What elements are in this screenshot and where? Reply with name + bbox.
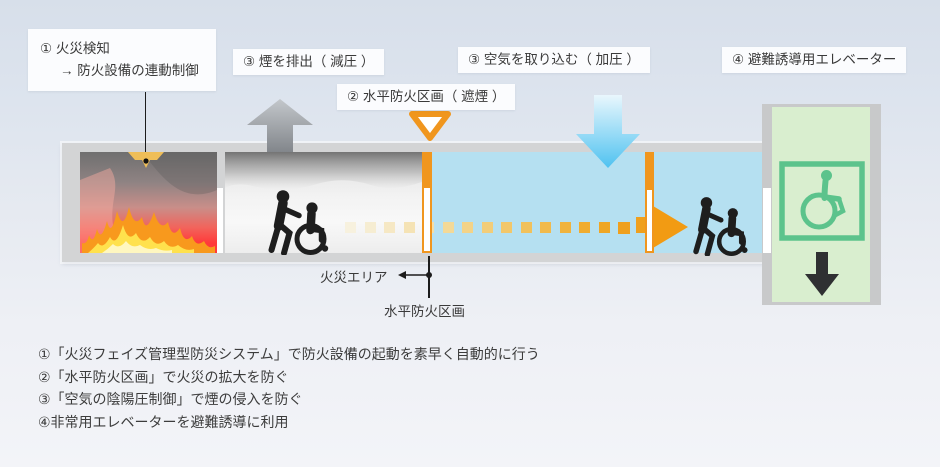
fire-partition-2-closed — [645, 152, 654, 188]
fire-partition-2-open — [645, 188, 654, 253]
shaft-wall-top — [772, 104, 870, 107]
pressurized-zone-a — [432, 152, 645, 253]
callout-fire-detection: ① 火災検知 → 防火設備の連動制御 — [28, 29, 216, 91]
callout-air-intake: ③ 空気を取り込む（ 加圧 ） — [458, 47, 650, 73]
shaft-wall-bottom — [772, 302, 870, 305]
callout-smoke-exhaust: ③ 煙を排出（ 減圧 ） — [233, 49, 385, 75]
drifting-smoke — [225, 152, 422, 190]
note-2: ②「水平防火区画」で火災の拡大を防ぐ — [38, 368, 289, 385]
fire-partition-1-open — [422, 186, 432, 253]
partition-pointer-line — [428, 256, 430, 298]
callout-horizontal-partition: ② 水平防火区画（ 遮煙 ） — [337, 84, 516, 110]
smoke-exhaust-up-arrow — [247, 99, 313, 152]
fire-partition-1-closed — [422, 152, 432, 186]
note-1: ①「火災フェイズ管理型防災システム」で防火設備の起動を素早く自動的に行う — [38, 346, 540, 362]
wheelchair-accessibility-sign — [779, 161, 865, 241]
fire-room-door-gap — [217, 188, 223, 253]
notes-list: ①「火災フェイズ管理型防災システム」で防火設備の起動を素早く自動的に行う ②「水… — [38, 343, 540, 433]
fire-flames — [82, 207, 215, 253]
partition-triangle-marker — [409, 111, 451, 141]
note-3: ③「空気の陰陽圧制御」で煙の侵入を防ぐ — [38, 391, 303, 407]
callout-fire-detection-line2: → 防火設備の連動制御 — [60, 63, 199, 78]
orange-dashed-evacuation-arrow — [345, 206, 688, 248]
fire-partition-label: 水平防火区画 — [384, 304, 465, 319]
elevator-door-gap — [763, 188, 771, 253]
air-intake-down-arrow — [576, 95, 640, 168]
person-pushing-wheelchair-icon — [268, 190, 329, 255]
elevator-down-arrow — [805, 252, 839, 296]
callout-evacuation-elevator: ④ 避難誘導用エレベーター — [722, 47, 907, 73]
person-pushing-wheelchair-icon — [693, 197, 748, 256]
heat-detector-icon — [128, 152, 164, 168]
callout-connector-line — [144, 92, 146, 160]
fire-area-label: 火災エリア — [320, 270, 388, 285]
shaft-wall-right — [870, 104, 881, 305]
elevator-shaft — [762, 104, 881, 305]
callout-fire-detection-line1: ① 火災検知 — [40, 41, 110, 56]
note-4: ④非常用エレベーターを避難誘導に利用 — [38, 413, 289, 430]
